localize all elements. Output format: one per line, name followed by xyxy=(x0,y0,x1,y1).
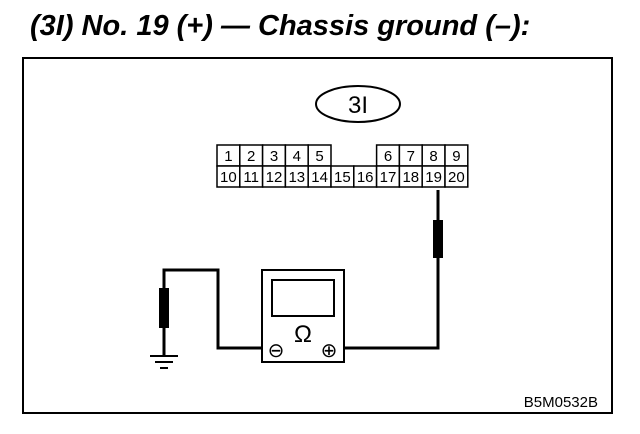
connector-pin-2: 2 xyxy=(247,148,255,165)
connector-pin-7: 7 xyxy=(407,148,415,165)
negative-probe xyxy=(159,288,169,328)
connector-pin-15: 15 xyxy=(334,169,351,186)
diagram-title: (3I) No. 19 (+) — Chassis ground (–): xyxy=(30,10,531,42)
connector-pin-18: 18 xyxy=(402,169,419,186)
connector-pin-19: 19 xyxy=(425,169,442,186)
connector-pin-8: 8 xyxy=(429,148,437,165)
figure-code: B5M0532B xyxy=(524,394,598,411)
ohmmeter-display xyxy=(271,279,335,317)
connector-pin-3: 3 xyxy=(270,148,278,165)
connector-pin-17: 17 xyxy=(380,169,397,186)
diagram-frame xyxy=(22,57,613,414)
connector-pin-14: 14 xyxy=(311,169,328,186)
negative-test-lead xyxy=(162,268,264,355)
positive-terminal-icon: ⊕ xyxy=(321,340,338,362)
connector-pin-6: 6 xyxy=(384,148,392,165)
positive-probe xyxy=(433,220,443,258)
connector-pin-1: 1 xyxy=(224,148,232,165)
ground-icon xyxy=(150,355,178,369)
connector-label: 3I xyxy=(348,92,368,119)
connector-label-ellipse xyxy=(315,85,401,123)
connector-pin-13: 13 xyxy=(288,169,305,186)
connector-pin-12: 12 xyxy=(266,169,283,186)
negative-terminal-icon: ⊖ xyxy=(268,340,285,362)
connector-pin-4: 4 xyxy=(293,148,301,165)
ohm-icon: Ω xyxy=(294,321,312,348)
ohmmeter: Ω ⊖ ⊕ xyxy=(261,269,345,363)
connector-pin-10: 10 xyxy=(220,169,237,186)
connector-pin-16: 16 xyxy=(357,169,374,186)
connector-pin-20-cell xyxy=(444,165,469,188)
connector-pin-11: 11 xyxy=(243,169,259,186)
connector-pin-20: 20 xyxy=(448,169,465,186)
positive-test-lead xyxy=(330,190,440,350)
connector-pin-9: 9 xyxy=(452,148,460,165)
connector-pin-5: 5 xyxy=(315,148,323,165)
